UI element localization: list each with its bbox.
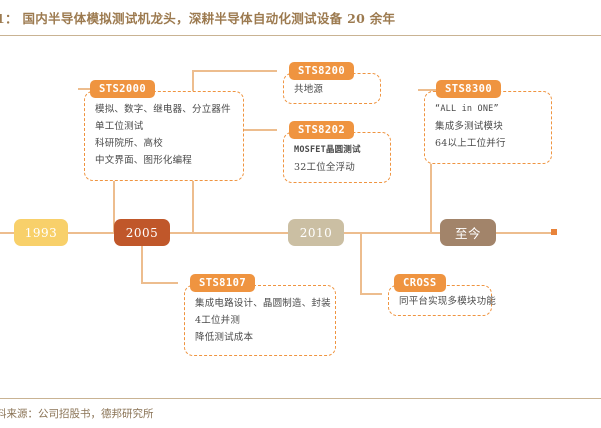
card-sts8202-line-1: MOSFET晶圆测试: [294, 145, 361, 155]
page-title: 1： 国内半导体模拟测试机龙头，深耕半导体自动化测试设备 20 余年: [0, 11, 396, 26]
connector-2010-to-cross: [360, 293, 382, 295]
card-sts8107-line-3: 降低测试成本: [195, 332, 254, 343]
connector-2005-down: [141, 232, 143, 283]
footer-divider: [0, 398, 601, 399]
card-sts8107-line-2: 4工位并测: [195, 315, 241, 326]
timeline-spine-3: [170, 232, 288, 234]
header-divider: [0, 35, 601, 36]
card-sts8300-body: “ALL in ONE” 集成多测试模块 64以上工位并行: [424, 91, 552, 164]
card-sts8200-tab[interactable]: STS8200: [289, 62, 355, 80]
timeline-node-2005[interactable]: 2005: [114, 219, 170, 246]
card-sts8107-body: 集成电路设计、晶圆制造、封装 4工位并测 降低测试成本: [184, 285, 336, 356]
card-sts2000-body: 模拟、数字、继电器、分立器件 单工位测试 科研院所、高校 中文界面、图形化编程: [84, 91, 244, 181]
timeline-spine-5: [496, 232, 554, 234]
timeline-node-1993-label: 1993: [24, 225, 58, 240]
card-sts8202-body: MOSFET晶圆测试 32工位全浮动: [283, 132, 391, 183]
timeline-node-now-label: 至今: [454, 226, 481, 241]
timeline-spine-2: [68, 232, 114, 234]
card-sts8300-line-2: 集成多测试模块: [435, 121, 503, 132]
card-sts2000-line-3: 科研院所、高校: [95, 138, 163, 149]
card-sts2000-line-4: 中文界面、图形化编程: [95, 155, 193, 166]
connector-now-to-sts8300: [418, 89, 442, 91]
timeline-node-1993[interactable]: 1993: [14, 219, 68, 246]
timeline-arrow-icon: [551, 229, 557, 235]
card-sts8202-tab[interactable]: STS8202: [289, 121, 355, 139]
card-sts8300-tab[interactable]: STS8300: [436, 80, 502, 98]
timeline-node-2005-label: 2005: [125, 225, 159, 240]
card-cross-line-1: 同平台实现多模块功能: [399, 296, 497, 307]
connector-2010-down: [360, 232, 362, 294]
timeline-spine-1: [0, 232, 14, 234]
card-sts8200-line-1: 共地源: [294, 84, 324, 95]
card-sts2000-tab[interactable]: STS2000: [90, 80, 156, 98]
card-sts8300-line-1: “ALL in ONE”: [435, 104, 499, 114]
card-sts8107-line-1: 集成电路设计、晶圆制造、封装: [195, 298, 331, 309]
card-sts2000-line-1: 模拟、数字、继电器、分立器件: [95, 104, 231, 115]
timeline-spine-4: [344, 232, 440, 234]
card-cross-tab[interactable]: CROSS: [394, 274, 446, 292]
card-sts8300-line-3: 64以上工位并行: [435, 138, 506, 149]
timeline-node-2010[interactable]: 2010: [288, 219, 344, 246]
connector-2010-to-sts8200: [192, 70, 277, 72]
timeline-node-now[interactable]: 至今: [440, 219, 496, 246]
card-sts2000-line-2: 单工位测试: [95, 121, 144, 132]
card-sts8107-tab[interactable]: STS8107: [190, 274, 256, 292]
card-sts8202-line-2: 32工位全浮动: [294, 162, 355, 173]
connector-2005-to-sts8107: [141, 282, 178, 284]
source-note: 料来源：公司招股书，德邦研究所: [0, 408, 154, 420]
timeline-node-2010-label: 2010: [299, 225, 333, 240]
